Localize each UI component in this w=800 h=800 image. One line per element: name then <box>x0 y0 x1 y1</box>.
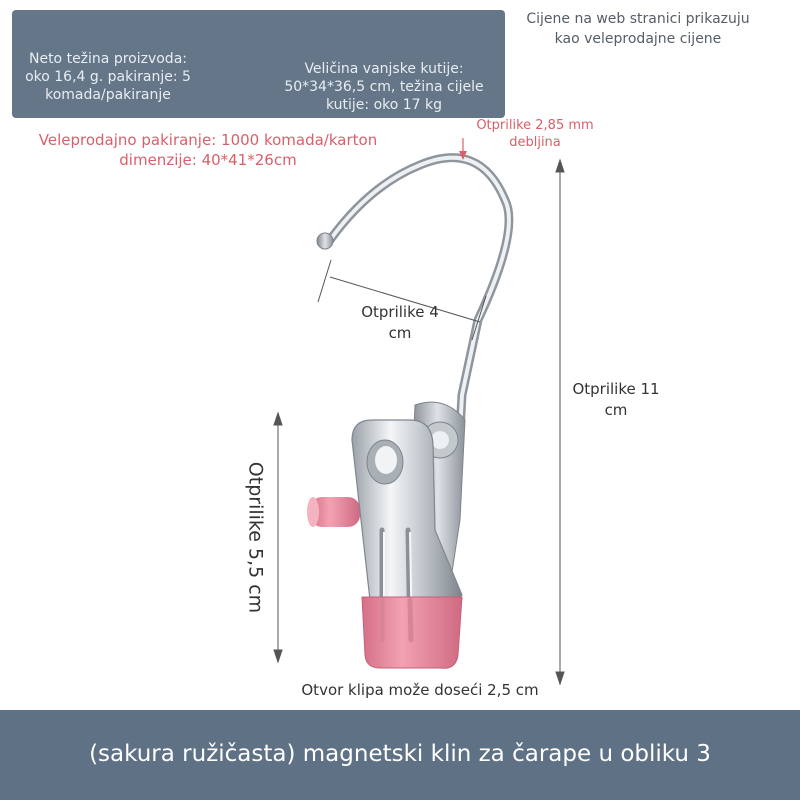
hook-width-label: Otprilike 4 cm <box>361 303 439 342</box>
total-height-label: Otprilike 11 cm <box>572 380 660 419</box>
dimension-lines <box>273 158 565 686</box>
thickness-note: Otprilike 2,85 mm debljina <box>476 118 594 150</box>
title-banner: (sakura ružičasta) magnetski klin za čar… <box>0 710 800 800</box>
net-weight-text: Neto težina proizvoda: oko 16,4 g. pakir… <box>25 51 191 103</box>
price-note: Cijene na web stranici prikazuju kao vel… <box>526 11 750 47</box>
clip-length-label: Otprilike 5,5 cm <box>244 461 267 614</box>
wholesale-packing-text: Veleprodajno pakiranje: 1000 komada/kart… <box>38 131 378 169</box>
outer-box-text: Veličina vanjske kutije: 50*34*36,5 cm, … <box>284 61 484 113</box>
info-box: Neto težina proizvoda: oko 16,4 g. pakir… <box>12 10 505 118</box>
clip-front-plate <box>351 419 463 648</box>
clip-pink-tip <box>361 596 463 669</box>
clip-opening-label: Otvor klipa može doseći 2,5 cm <box>301 681 539 699</box>
thickness-arrow <box>459 138 467 160</box>
spring-pin <box>307 497 360 527</box>
banner-title: (sakura ružičasta) magnetski klin za čar… <box>89 741 711 767</box>
